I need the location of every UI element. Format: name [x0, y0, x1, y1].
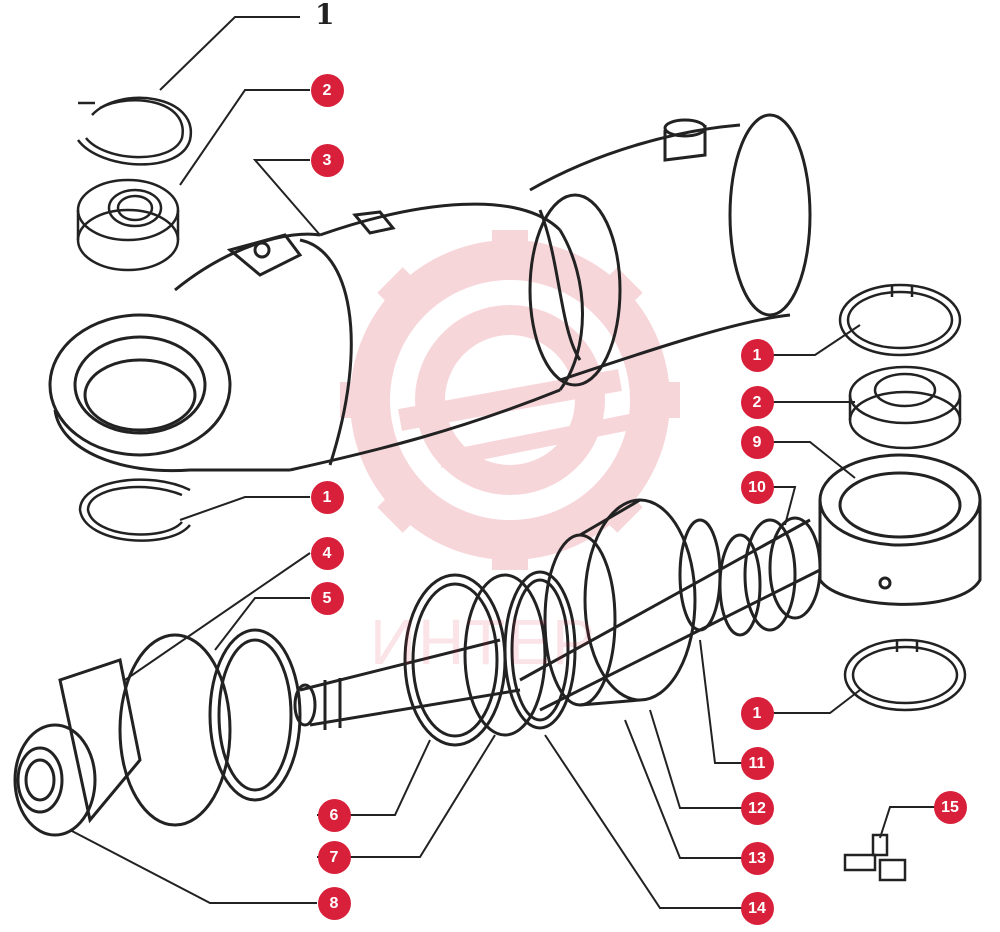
bearing-right	[848, 365, 962, 450]
callout-8-nut[interactable]: 8	[317, 886, 351, 920]
callout-6-seal-ring[interactable]: 6	[317, 798, 351, 832]
gland-and-nut	[13, 628, 302, 837]
callout-1-snap-ring-left[interactable]: 1	[310, 480, 344, 514]
callout-2-bearing-left[interactable]: 2	[310, 73, 344, 107]
callout-15-fitting[interactable]: 15	[933, 790, 967, 824]
watermark-gear-logo	[340, 230, 680, 570]
callout-1-snap-ring-right-lower[interactable]: 1	[740, 696, 774, 730]
callout-10-rod-seal[interactable]: 10	[740, 470, 774, 504]
callout-1-snap-ring-right-upper[interactable]: 1	[740, 338, 774, 372]
snap-ring-right-upper	[838, 283, 962, 357]
callout-4-gland[interactable]: 4	[310, 536, 344, 570]
piston-body	[543, 498, 722, 707]
snap-ring-left-lower	[78, 478, 191, 542]
cylinder-barrel	[48, 202, 584, 473]
rod-seals	[718, 516, 822, 637]
callout-13-piston-seal[interactable]: 13	[740, 841, 774, 875]
leader-lines	[69, 16, 935, 909]
watermark-text: ИНТЕР	[370, 606, 597, 678]
callout-5-seal[interactable]: 5	[310, 581, 344, 615]
callout-11-rod-seal[interactable]: 11	[740, 746, 774, 780]
callout-12-piston[interactable]: 12	[740, 791, 774, 825]
fitting-part	[843, 833, 907, 882]
callout-7-seal-ring[interactable]: 7	[317, 840, 351, 874]
snap-ring-right-lower	[843, 638, 967, 712]
bearing-top-left	[76, 178, 180, 272]
callout-3-cylinder-barrel[interactable]: 3	[310, 143, 344, 177]
callout-9-rod-eye[interactable]: 9	[740, 425, 774, 459]
callout-2-bearing-right[interactable]: 2	[740, 385, 774, 419]
rod-eye	[818, 453, 982, 606]
seal-rings	[403, 570, 577, 747]
snap-ring-top-left	[76, 96, 193, 166]
cylinder-gland	[528, 113, 812, 387]
top-part-label: 1	[315, 0, 335, 31]
callout-14-seal-ring[interactable]: 14	[740, 891, 774, 925]
